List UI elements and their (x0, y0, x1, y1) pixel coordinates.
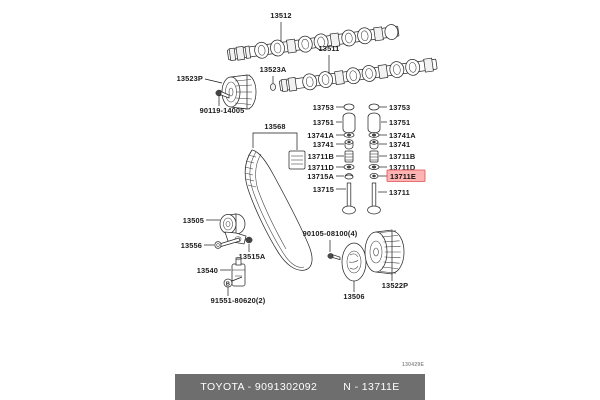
label-right-13753: 13753 (389, 103, 410, 112)
label-right-13751: 13751 (389, 118, 410, 127)
camshaft-key-group: 13523A (260, 65, 287, 91)
idler-pulley-group: 13505 (183, 213, 247, 245)
label-cam-timing-pulley: 13523P (177, 74, 203, 83)
damper-bolt-circle-letter: B (226, 282, 230, 288)
highlight-background (386, 169, 426, 182)
label-tensioner-damper: 13540 (197, 266, 218, 275)
camshaft-exhaust-group: 13511 (279, 44, 438, 93)
valve-column-left: 13753 13751 13741A 13741 13711B (307, 103, 356, 215)
pulley-bolt-group: 90119-14005 (200, 89, 245, 115)
tensioner-spring-group: 13556 (181, 237, 241, 250)
label-crank-guide-plate: 13506 (343, 292, 364, 301)
label-left-13741A: 13741A (307, 131, 334, 140)
corner-code: 130429E (402, 362, 424, 368)
label-right-13741: 13741 (389, 140, 410, 149)
caption-brand-part: TOYOTA - 9091302092 (200, 381, 318, 393)
label-camshaft-key: 13523A (260, 65, 287, 74)
label-left-13715A: 13715A (307, 172, 334, 181)
crank-sprocket-bolt-group: 90105-08100(4) (303, 229, 358, 261)
label-tensioner-spring: 13556 (181, 241, 202, 250)
caption-bar: TOYOTA - 9091302092 N - 13711E (175, 374, 425, 400)
label-right-13711E-highlighted: 13711E (390, 172, 416, 181)
label-left-13711B: 13711B (308, 152, 334, 161)
tensioner-damper-group: 13540 (197, 257, 246, 287)
label-left-13715: 13715 (313, 185, 334, 194)
tensioner-stud-group: 13515A (239, 236, 266, 261)
damper-bolt-group: B 91551-80620(2) (211, 276, 266, 305)
label-timing-belt: 13568 (264, 122, 285, 131)
valve-column-right: 13753 13751 13741A 13741 13711B (367, 103, 426, 215)
label-left-13753: 13753 (313, 103, 334, 112)
label-camshaft-intake: 13512 (270, 11, 291, 20)
label-damper-bolt: 91551-80620(2) (211, 296, 266, 305)
label-left-13711D: 13711D (308, 163, 335, 172)
label-tensioner-stud: 13515A (239, 252, 266, 261)
label-left-13741: 13741 (313, 140, 334, 149)
label-right-13711: 13711 (389, 188, 410, 197)
label-left-13751: 13751 (313, 118, 334, 127)
camshaft-intake-group: 13512 (227, 11, 400, 62)
label-right-13711B: 13711B (389, 152, 415, 161)
label-camshaft-exhaust: 13511 (319, 44, 340, 53)
label-crank-timing-sprocket: 13522P (382, 281, 408, 290)
label-right-13711D: 13711D (389, 163, 416, 172)
crank-guide-plate-group: 13506 (341, 242, 367, 301)
timing-belt-group: 13568 (244, 122, 313, 271)
cam-timing-pulley-group: 13523P (177, 74, 257, 110)
crank-timing-sprocket-group: 13522P (364, 229, 408, 290)
caption-ref-part: N - 13711E (343, 381, 400, 393)
label-right-13741A: 13741A (389, 131, 416, 140)
label-idler-pulley: 13505 (183, 216, 204, 225)
label-crank-sprocket-bolt: 90105-08100(4) (303, 229, 358, 238)
label-pulley-bolt: 90119-14005 (200, 106, 245, 115)
